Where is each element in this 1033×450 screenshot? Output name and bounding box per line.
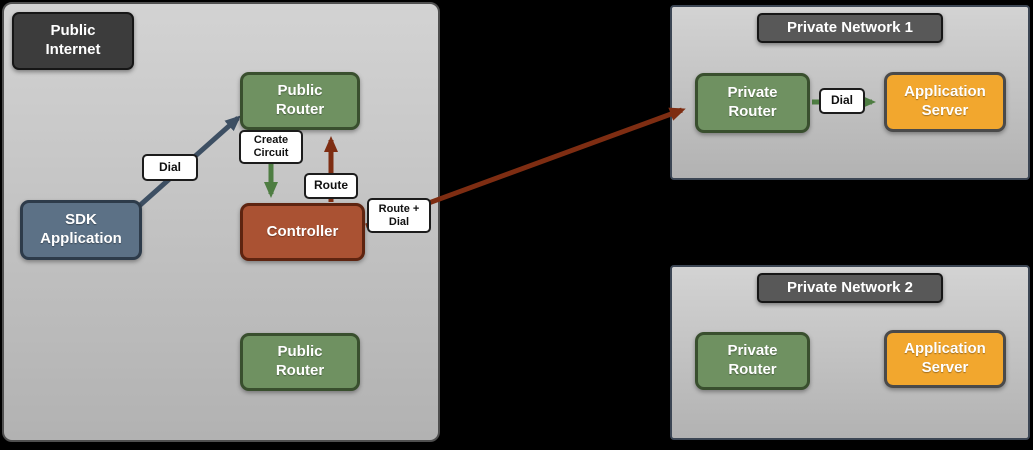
application-server-1-node: Application Server <box>884 72 1006 132</box>
dial-edge-label: Dial <box>142 154 198 181</box>
public-router-top-node: Public Router <box>240 72 360 130</box>
public-internet-badge: Public Internet <box>12 12 134 70</box>
create-circuit-edge-label: Create Circuit <box>239 130 303 164</box>
private-network-2-badge: Private Network 2 <box>757 273 943 303</box>
application-server-2-node: Application Server <box>884 330 1006 388</box>
route-dial-edge-label: Route + Dial <box>367 198 431 233</box>
route-edge-label: Route <box>304 173 358 199</box>
private-router-2-node: Private Router <box>695 332 810 390</box>
private-dial-edge-label: Dial <box>819 88 865 114</box>
private-router-1-node: Private Router <box>695 73 810 133</box>
private-network-1-badge: Private Network 1 <box>757 13 943 43</box>
controller-node: Controller <box>240 203 365 261</box>
public-router-bottom-node: Public Router <box>240 333 360 391</box>
sdk-application-node: SDK Application <box>20 200 142 260</box>
